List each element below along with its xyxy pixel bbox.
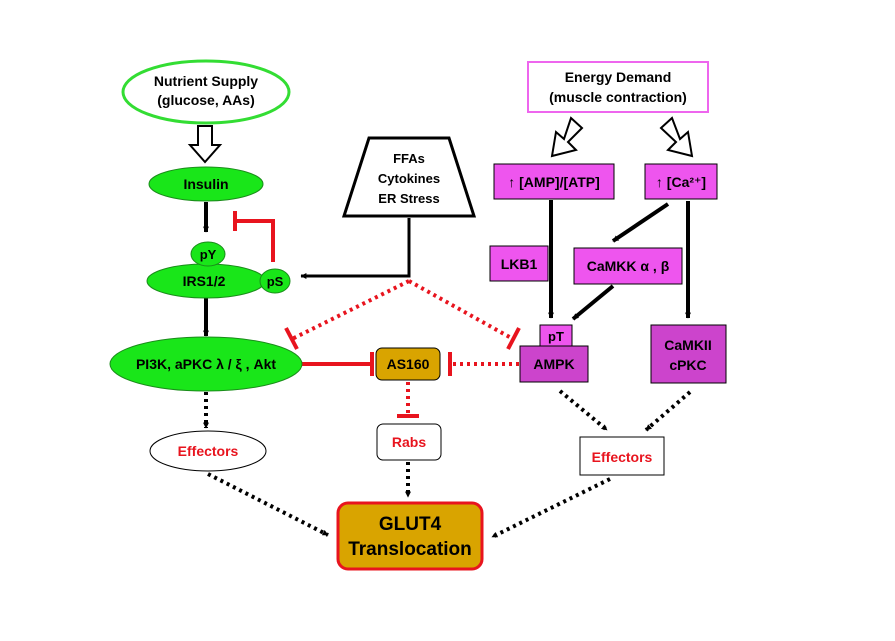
node-irs: IRS1/2 <box>146 263 266 299</box>
glut4-line1: GLUT4 <box>379 514 442 535</box>
node-nutrient-supply: Nutrient Supply (glucose, AAs) <box>121 59 291 125</box>
node-as160: AS160 <box>375 347 441 381</box>
ampk-label: AMPK <box>533 356 574 372</box>
stress-line3: ER Stress <box>378 191 439 206</box>
energy-demand-line1: Energy Demand <box>565 69 672 85</box>
pt-label: pT <box>548 329 564 344</box>
hollow-arrow-demand-to-amp <box>550 116 584 158</box>
node-stress: FFAs Cytokines ER Stress <box>341 136 477 218</box>
glut4-line2: Translocation <box>348 539 472 560</box>
node-ca: ↑ [Ca²⁺] <box>644 163 718 200</box>
effectors-left-label: Effectors <box>178 443 239 459</box>
node-ps: pS <box>259 268 291 294</box>
rabs-label: Rabs <box>392 434 426 450</box>
node-insulin: Insulin <box>148 166 264 202</box>
pi3k-label: PI3K, aPKC λ / ξ , Akt <box>136 356 276 372</box>
node-pt: pT <box>539 324 573 347</box>
ps-label: pS <box>267 274 284 289</box>
camkii-line1: CaMKII <box>664 337 711 353</box>
arrow-camkii-to-effectors <box>644 390 692 432</box>
inhibit-stress-to-pi3k-bar <box>284 327 299 350</box>
node-energy-demand: Energy Demand (muscle contraction) <box>527 61 709 113</box>
arrow-effectors-left-to-glut4 <box>207 472 329 537</box>
amp-atp-label: ↑ [AMP]/[ATP] <box>508 174 600 190</box>
irs-label: IRS1/2 <box>183 273 226 289</box>
arrow-ampk-to-effectors <box>558 389 609 432</box>
node-py: pY <box>190 241 226 267</box>
nutrient-supply-line2: (glucose, AAs) <box>157 92 255 108</box>
arrow-camkk-to-ampk <box>571 284 615 321</box>
ca-label: ↑ [Ca²⁺] <box>656 174 706 190</box>
arrow-ca-to-camkk <box>611 202 670 243</box>
hollow-arrow-nutrient-to-insulin <box>187 125 223 164</box>
camkii-line2: cPKC <box>669 357 706 373</box>
node-camkk: CaMKK α , β <box>573 247 683 285</box>
energy-demand-line2: (muscle contraction) <box>549 89 687 105</box>
node-rabs: Rabs <box>376 423 442 461</box>
insulin-label: Insulin <box>183 176 228 192</box>
arrow-effectors-right-to-glut4 <box>491 477 611 539</box>
nutrient-supply-line1: Nutrient Supply <box>154 73 258 89</box>
inhibit-stress-to-ampk <box>408 279 514 341</box>
inhibit-stress-to-pi3k <box>291 279 410 341</box>
node-amp-atp: ↑ [AMP]/[ATP] <box>493 163 615 200</box>
inhibit-stress-to-ampk-bar <box>506 327 521 350</box>
node-pi3k: PI3K, aPKC λ / ξ , Akt <box>109 336 303 392</box>
node-glut4: GLUT4 Translocation <box>336 501 484 571</box>
node-lkb1: LKB1 <box>489 245 549 282</box>
camkk-label: CaMKK α , β <box>587 258 670 274</box>
inhibit-ps-feedback <box>235 219 275 262</box>
arrow-stress-to-irs <box>300 218 411 279</box>
stress-line2: Cytokines <box>378 171 440 186</box>
as160-label: AS160 <box>387 356 430 372</box>
node-ampk: AMPK <box>519 345 589 383</box>
node-effectors-right: Effectors <box>579 436 665 476</box>
stress-line1: FFAs <box>393 151 425 166</box>
hollow-arrow-demand-to-ca <box>659 116 694 158</box>
node-camkii: CaMKII cPKC <box>650 324 727 384</box>
node-effectors-left: Effectors <box>149 430 267 472</box>
lkb1-label: LKB1 <box>501 256 538 272</box>
py-label: pY <box>200 247 217 262</box>
effectors-right-label: Effectors <box>592 449 653 465</box>
